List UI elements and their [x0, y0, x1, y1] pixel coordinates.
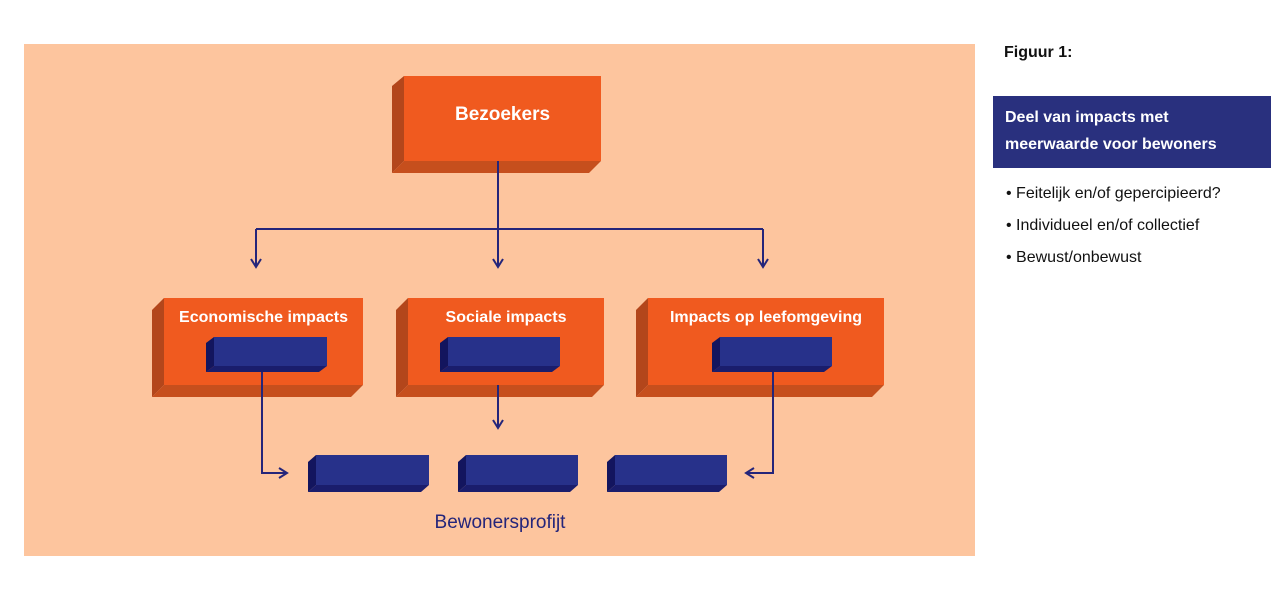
inner-block-1	[206, 337, 327, 372]
impact-label-economische: Economische impacts	[179, 309, 348, 326]
bullet-list: Feitelijk en/of gepercipieerd? Individue…	[1006, 178, 1221, 274]
bullet-item: Bewust/onbewust	[1006, 242, 1221, 274]
figure-title: Figuur 1:	[1004, 44, 1073, 61]
legend-box: Deel van impacts met meerwaarde voor bew…	[993, 96, 1271, 168]
impact-label-leefomgeving: Impacts op leefomgeving	[669, 309, 863, 326]
bullet-item: Feitelijk en/of gepercipieerd?	[1006, 178, 1221, 210]
inner-block-2	[440, 337, 560, 372]
top-connector	[250, 161, 769, 269]
bottom-connectors	[261, 372, 774, 479]
impact-label-sociale: Sociale impacts	[445, 309, 567, 326]
bullet-item: Individueel en/of collectief	[1006, 210, 1221, 242]
inner-block-3	[712, 337, 832, 372]
footer-label: Bewonersprofijt	[434, 512, 566, 533]
result-block-1	[308, 455, 429, 492]
top-box	[392, 76, 601, 173]
result-block-2	[458, 455, 578, 492]
top-box-label: Bezoekers	[454, 104, 551, 125]
result-block-3	[607, 455, 727, 492]
